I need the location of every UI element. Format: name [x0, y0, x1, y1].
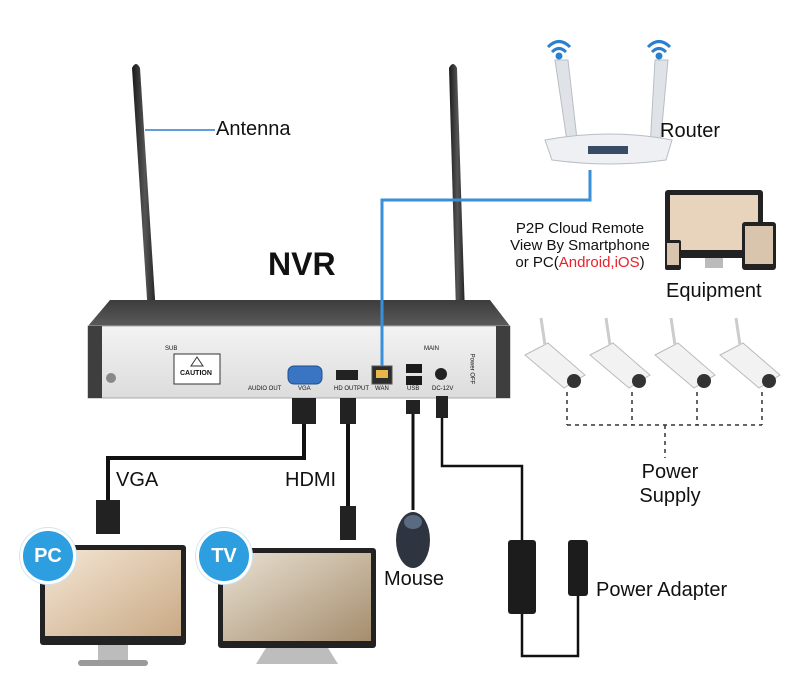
wifi-icon-left: [546, 40, 572, 60]
router-device: [544, 59, 673, 165]
p2p-line-3: or PC(Android,iOS): [515, 254, 645, 271]
p2p-line-2: View By Smartphone: [510, 237, 650, 254]
power-adapter-label: Power Adapter: [596, 579, 728, 601]
camera-2: [589, 317, 651, 389]
antenna-label: Antenna: [216, 118, 291, 140]
equipment-devices: [665, 190, 776, 270]
caution-label: CAUTION: [180, 370, 212, 377]
camera-4: [719, 317, 781, 389]
p2p-line-1: P2P Cloud Remote: [515, 220, 645, 237]
antenna-sub-label: SUB: [165, 346, 178, 352]
ethernet-cable: [380, 170, 592, 366]
p2p-description: P2P Cloud Remote View By Smartphone or P…: [490, 220, 670, 271]
port-audio-label: AUDIO OUT: [248, 386, 282, 392]
pc-badge: PC: [20, 528, 76, 584]
power-supply-lines: [566, 392, 763, 458]
tv-badge: TV: [196, 528, 252, 584]
port-hdmi-label: HD OUTPUT: [334, 386, 369, 392]
power-adapter-device: [436, 396, 588, 658]
port-vga-label: VGA: [298, 386, 311, 392]
nvr-title: NVR: [268, 246, 336, 282]
nvr-device: [87, 300, 511, 399]
port-dc-label: DC-12V: [432, 386, 454, 392]
tv-monitor: [218, 548, 376, 664]
vga-cable: [96, 398, 316, 534]
router-label: Router: [660, 120, 721, 142]
power-supply-label: Power Supply: [639, 461, 701, 507]
hdmi-label: HDMI: [285, 469, 337, 491]
camera-3: [654, 317, 716, 389]
equipment-label: Equipment: [666, 280, 762, 302]
hdmi-cable: [340, 398, 356, 540]
p2p-platforms: Android,iOS: [558, 254, 640, 271]
port-usb-label: USB: [407, 386, 420, 392]
vga-label: VGA: [116, 469, 159, 491]
mouse-device: [396, 400, 430, 568]
camera-1: [524, 317, 586, 389]
mouse-label: Mouse: [384, 568, 445, 590]
port-wan-label: WAN: [375, 386, 389, 392]
antenna-main-label: MAIN: [424, 346, 439, 352]
wifi-icon-right: [646, 40, 672, 60]
port-power-label: Power OFF: [468, 353, 475, 385]
